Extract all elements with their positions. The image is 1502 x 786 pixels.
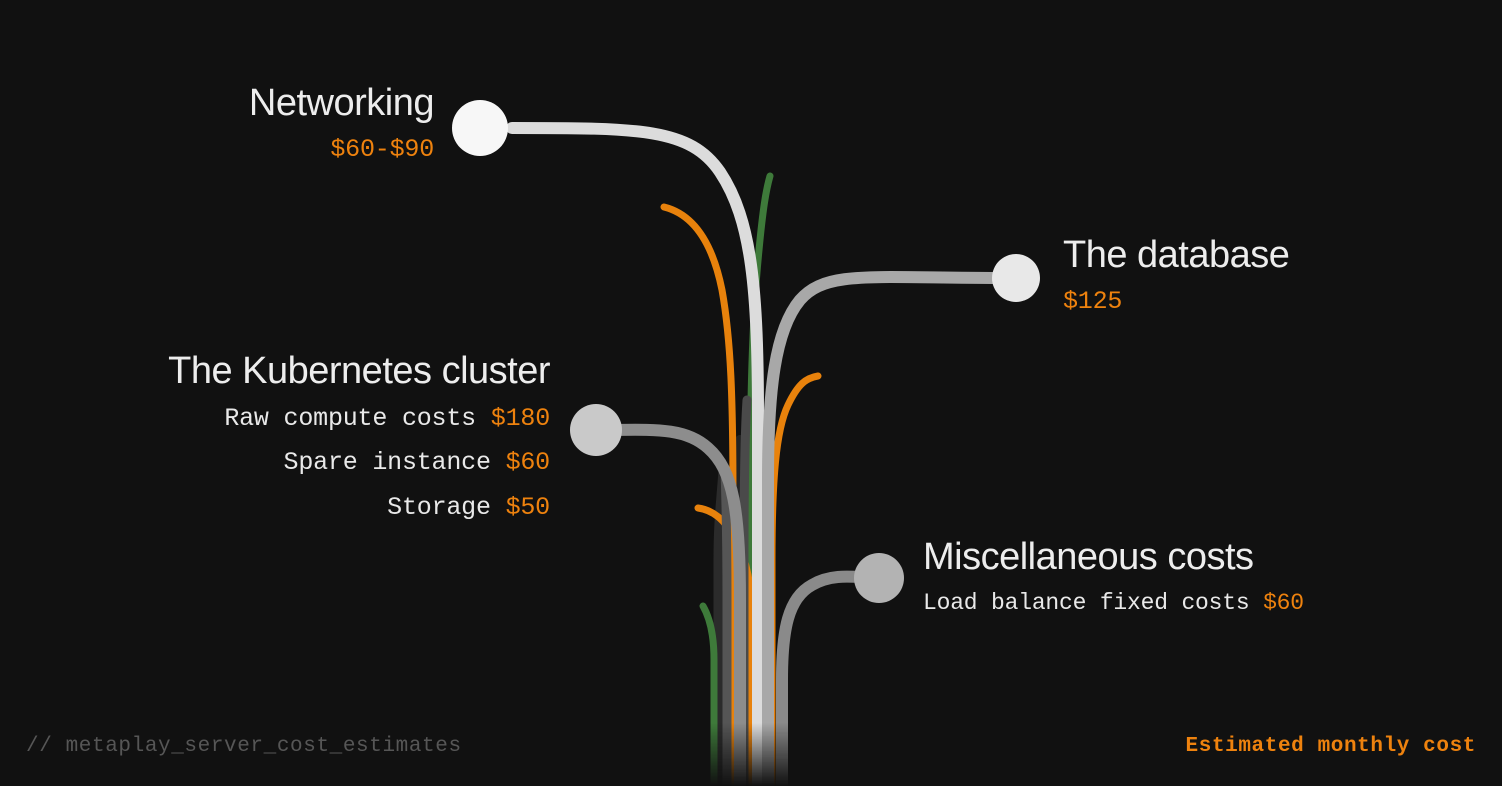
node-sub-kubernetes-raw-compute: Raw compute costs $180 [30,402,550,437]
stem-green-short [699,602,718,786]
node-dot-kubernetes[interactable] [570,404,622,456]
footer-caption-right: Estimated monthly cost [1185,735,1476,758]
node-title-misc: Miscellaneous costs [923,536,1254,578]
node-sub-kubernetes-storage: Storage $50 [30,491,550,526]
node-dot-networking[interactable] [452,100,508,156]
node-dot-misc[interactable] [854,553,904,603]
node-sub-label-storage: Storage [387,492,506,522]
stem-kubernetes [590,423,746,786]
node-amount-storage: $50 [505,492,551,522]
node-label-database: The database $125 [1063,234,1483,320]
node-amount-raw-compute: $180 [490,403,550,433]
node-sub-label-raw-compute: Raw compute costs [224,403,491,433]
node-title-kubernetes: The Kubernetes cluster [168,350,550,392]
node-amount-load-balance: $60 [1263,589,1304,616]
node-sub-misc-load-balance: Load balance fixed costs $60 [923,588,1403,620]
stem-orange-upper-left [660,203,737,786]
node-dot-database[interactable] [992,254,1040,302]
stem-database [762,271,1006,786]
node-sub-label-spare-instance: Spare instance [283,448,506,478]
node-amount-networking: $60-$90 [330,134,434,164]
node-label-networking: Networking $60-$90 [42,82,435,168]
node-title-database: The database [1063,234,1290,276]
stem-networking [506,122,764,786]
stem-misc [776,570,886,786]
node-title-networking: Networking [248,82,435,124]
node-sub-label-load-balance: Load balance fixed costs [923,589,1264,616]
node-sub-database: $125 [1063,285,1483,320]
node-amount-database: $125 [1063,286,1123,316]
node-sub-networking: $60-$90 [42,133,434,168]
stem-grey-inner-3 [720,465,732,786]
node-amount-spare-instance: $60 [505,448,551,478]
footer-caption-left: // metaplay_server_cost_estimates [26,735,462,758]
node-sub-kubernetes-spare-instance: Spare instance $60 [30,446,551,481]
node-label-kubernetes: The Kubernetes cluster Raw compute costs… [30,350,551,526]
node-label-misc: Miscellaneous costs Load balance fixed c… [923,536,1403,620]
